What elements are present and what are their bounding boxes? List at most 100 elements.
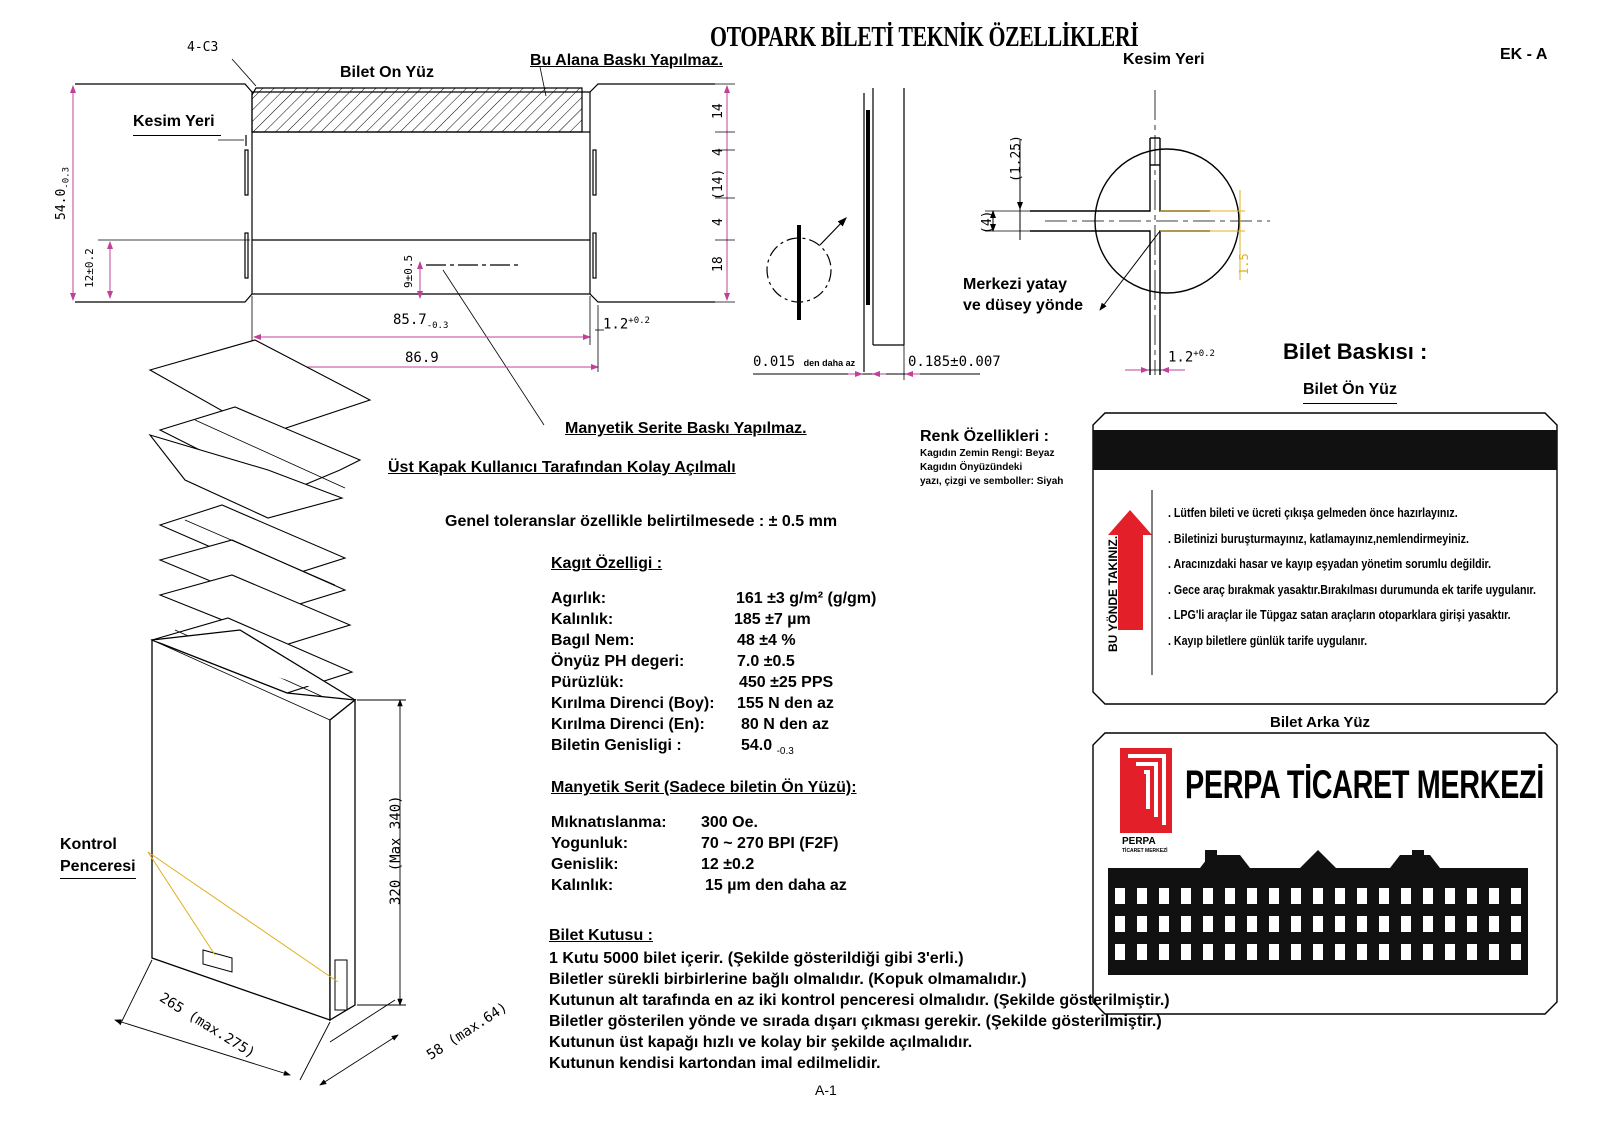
ticket-rule-line: . Aracınızdaki hasar ve kayıp eşyadan yö… xyxy=(1168,556,1492,571)
paper-row-value: 185 ±7 µm xyxy=(734,611,811,628)
dim-4: (4) xyxy=(980,210,995,234)
building-window xyxy=(1115,916,1125,932)
center-note-line1: Merkezi yatay xyxy=(963,276,1068,293)
building-window xyxy=(1291,916,1301,932)
ticket-rule-line: . Kayıp biletlere günlük tarife uygulanı… xyxy=(1168,632,1368,648)
building-window xyxy=(1401,916,1411,932)
building-window xyxy=(1291,944,1301,960)
building-window xyxy=(1445,888,1455,904)
color-specs-line1: Kagıdın Zemin Rengi: Beyaz xyxy=(920,448,1055,459)
magnetic-row-value: 12 ±0.2 xyxy=(701,856,755,873)
dim-right-4: 4 xyxy=(711,218,726,226)
cut-detail-yellow xyxy=(1160,190,1245,280)
building-window xyxy=(1335,916,1345,932)
dim-gap: 1.2+0.2 xyxy=(603,316,650,333)
building-window xyxy=(1313,916,1323,932)
ticket-rule-line: . Gece araç bırakmak yasaktır.Bırakılmas… xyxy=(1168,581,1536,597)
building-window xyxy=(1181,916,1191,932)
building-window xyxy=(1225,888,1235,904)
dim-total: 86.9 xyxy=(405,350,439,366)
building-window xyxy=(1159,944,1169,960)
building-window xyxy=(1203,916,1213,932)
building-window xyxy=(1159,916,1169,932)
cut-detail-drawing xyxy=(1019,90,1270,375)
section-drawing xyxy=(753,88,980,380)
building-window xyxy=(1313,888,1323,904)
building-window xyxy=(1115,944,1125,960)
ticket-box xyxy=(151,629,357,1022)
building-window xyxy=(1357,916,1367,932)
building-window xyxy=(1181,944,1191,960)
dim-cut-gap: 1.2+0.2 xyxy=(1168,349,1215,366)
building-window xyxy=(1225,944,1235,960)
direction-label: BU YÖNDE TAKINIZ. xyxy=(1106,535,1120,652)
paper-row-value: 80 N den az xyxy=(741,716,830,733)
building-window xyxy=(1489,888,1499,904)
paper-row-value: 450 ±25 PPS xyxy=(739,674,834,691)
building-window xyxy=(1269,916,1279,932)
building-window xyxy=(1401,944,1411,960)
dim-section-b: 0.185±0.007 xyxy=(908,354,1001,370)
magnetic-row-value: 300 Oe. xyxy=(701,814,758,831)
building-window xyxy=(1159,888,1169,904)
building-window xyxy=(1335,944,1345,960)
ticket-top-edge xyxy=(75,83,715,93)
building-window xyxy=(1247,916,1257,932)
window-pointer xyxy=(147,851,339,983)
building-window xyxy=(1379,944,1389,960)
dim-right-3: (14) xyxy=(711,168,726,200)
building-window xyxy=(1511,916,1521,932)
building-window xyxy=(1423,888,1433,904)
ticket-rule-line: . LPG'li araçlar ile Tüpgaz satan araçla… xyxy=(1168,607,1511,622)
paper-row-label: Kırılma Direnci (Boy): xyxy=(551,695,715,712)
paper-row-label: Biletin Genisligi : xyxy=(551,737,682,754)
dim-stripe-center: 9±0.5 xyxy=(402,254,415,288)
ticket-front-title: Bilet Ön Yüz xyxy=(1303,381,1397,404)
building-window xyxy=(1137,888,1147,904)
dim-15: 1.5 xyxy=(1237,253,1251,275)
page-title: OTOPARK BİLETİ TEKNİK ÖZELLİKLERİ xyxy=(710,22,1139,53)
building-window xyxy=(1511,888,1521,904)
paper-row-label: Önyüz PH degeri: xyxy=(551,653,685,670)
ticket-print-title: Bilet Baskısı : xyxy=(1283,339,1428,364)
box-dimensions xyxy=(114,699,406,1086)
ticket-front-text: . Lütfen bileti ve ücreti çıkışa gelmede… xyxy=(1168,500,1600,653)
dim-right-1: 14 xyxy=(711,103,726,119)
dim-right-5: 18 xyxy=(711,256,726,272)
building-window xyxy=(1489,916,1499,932)
cut-location-label: Kesim Yeri xyxy=(133,113,215,130)
box-spec-line: 1 Kutu 5000 bilet içerir. (Şekilde göste… xyxy=(549,950,964,967)
cut-label-underline xyxy=(133,135,221,136)
building-window xyxy=(1137,944,1147,960)
paper-row-value: 155 N den az xyxy=(737,695,834,712)
building-window xyxy=(1423,944,1433,960)
building-window xyxy=(1269,944,1279,960)
cut-slots xyxy=(244,135,597,279)
building-window xyxy=(1203,888,1213,904)
paper-row-value: 161 ±3 g/m² (g/gm) xyxy=(736,590,877,607)
building-window xyxy=(1291,888,1301,904)
dim-125: (1.25) xyxy=(1009,135,1024,182)
building-window xyxy=(1467,916,1477,932)
building-window xyxy=(1379,916,1389,932)
magnetic-row-label: Mıknatıslanma: xyxy=(551,814,667,831)
logo-text: PERPA xyxy=(1122,836,1156,847)
building-window xyxy=(1115,888,1125,904)
dim-box-height: 320 (Max 340) xyxy=(388,795,404,905)
paper-row-label: Agırlık: xyxy=(551,590,607,607)
box-spec-line: Biletler sürekli birbirlerine bağlı olma… xyxy=(549,971,1027,988)
paper-row-label: Kırılma Direnci (En): xyxy=(551,716,705,733)
building-window xyxy=(1511,944,1521,960)
building-window xyxy=(1445,916,1455,932)
paper-row-value: 7.0 ±0.5 xyxy=(737,653,795,670)
building-window xyxy=(1357,888,1367,904)
center-note-line2: ve düsey yönde xyxy=(963,297,1084,314)
box-spec-line: Kutunun alt tarafında en az iki kontrol … xyxy=(549,992,1170,1009)
building-window xyxy=(1247,888,1257,904)
color-specs-line2: Kagıdın Önyüzündeki xyxy=(920,462,1023,473)
no-print-label: Bu Alana Baskı Yapılmaz. xyxy=(530,52,723,69)
paper-row-label: Kalınlık: xyxy=(551,611,614,628)
page-number: A-1 xyxy=(815,1082,837,1098)
box-spec-line: Kutunun üst kapağı hızlı ve kolay bir şe… xyxy=(549,1034,973,1051)
